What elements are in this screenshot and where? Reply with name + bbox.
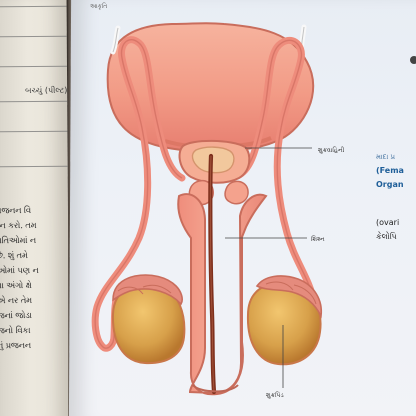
left-testis	[111, 274, 186, 365]
testis-label: શુક્રપિંડ	[266, 392, 284, 399]
penis	[177, 153, 268, 396]
penis-label: શિશ્ન	[311, 236, 325, 243]
photo-dot	[410, 56, 416, 64]
top-text: આકૃતિ	[90, 3, 108, 10]
right-page-fragments: માદા પ્ર (Fema Organ (ovari કેલોપિ	[376, 150, 416, 270]
accessory-glands	[178, 139, 251, 206]
right-fragment-line: માદા પ્ર	[376, 153, 396, 161]
spacer	[376, 192, 416, 216]
right-testis	[246, 275, 323, 366]
right-fragment-line: કેલોપિ	[376, 232, 397, 241]
right-fragment-line: Organ	[376, 180, 404, 189]
right-fragment-line: (Fema	[376, 166, 404, 175]
right-fragment-line: (ovari	[376, 218, 400, 227]
vas-deferens-label: શુક્રવાહિની	[318, 147, 345, 154]
leader-lines	[225, 147, 312, 388]
